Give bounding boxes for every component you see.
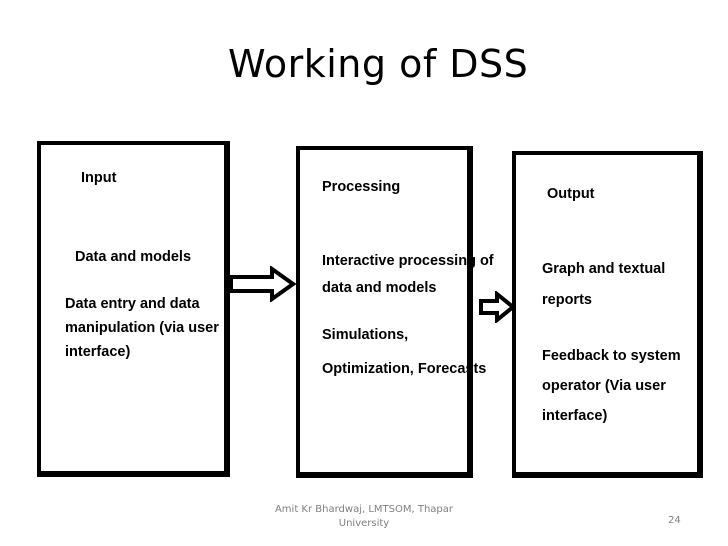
slide-title: Working of DSS xyxy=(228,42,529,86)
processing-line-3: Simulations, xyxy=(322,327,409,343)
input-line-2: Data entry and data xyxy=(65,296,200,312)
processing-heading: Processing xyxy=(322,179,401,195)
page-number: 24 xyxy=(668,515,681,526)
processing-to-output-arrow-icon xyxy=(479,291,516,323)
footer-author: Amit Kr Bhardwaj, LMTSOM, Thapar Univers… xyxy=(258,503,470,531)
output-line-3: Feedback to system xyxy=(542,348,681,364)
footer-author-line-1: Amit Kr Bhardwaj, LMTSOM, Thapar xyxy=(274,504,454,515)
processing-box: Processing Interactive processing of dat… xyxy=(296,146,494,478)
output-heading: Output xyxy=(547,186,595,202)
output-line-5: interface) xyxy=(542,408,608,424)
output-box: Output Graph and textual reports Feedbac… xyxy=(512,151,703,478)
footer-author-line-2: University xyxy=(338,518,390,529)
output-line-2: reports xyxy=(542,292,592,308)
input-to-processing-arrow-icon xyxy=(229,266,296,302)
input-line-4: interface) xyxy=(65,344,131,360)
input-box: Input Data and models Data entry and dat… xyxy=(37,141,230,477)
processing-line-4: Optimization, Forecasts xyxy=(322,361,487,377)
output-line-1: Graph and textual xyxy=(542,261,666,277)
input-heading: Input xyxy=(81,170,117,186)
input-line-1: Data and models xyxy=(75,249,192,265)
processing-line-2: data and models xyxy=(322,280,437,296)
output-line-4: operator (Via user xyxy=(542,378,666,394)
input-line-3: manipulation (via user xyxy=(65,320,219,336)
processing-line-1: Interactive processing of xyxy=(322,253,494,269)
